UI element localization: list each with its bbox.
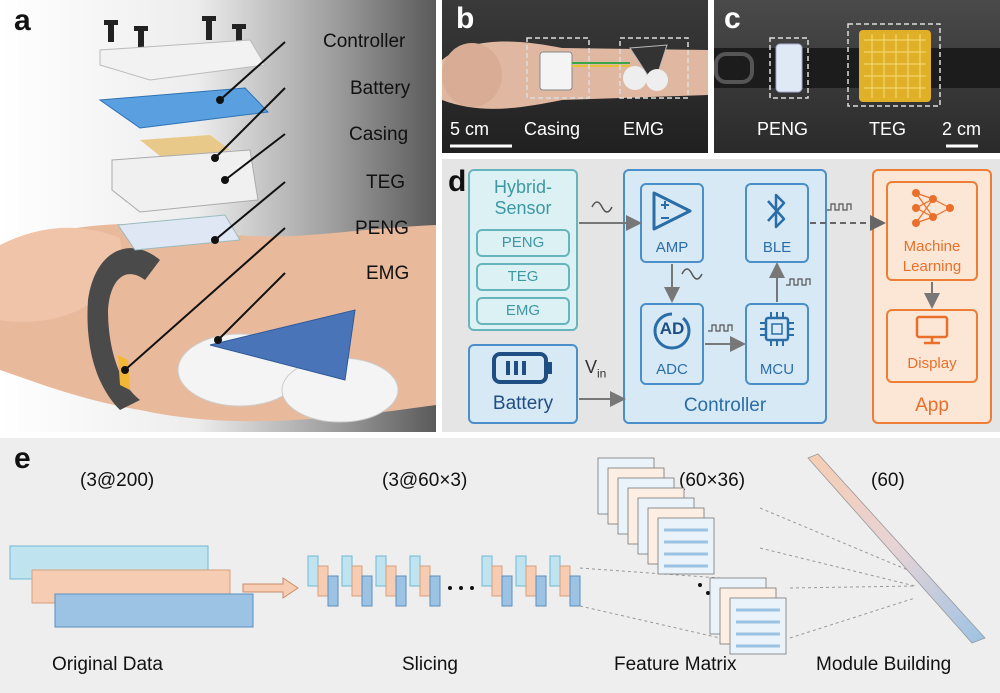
adc-icon (653, 312, 691, 350)
sensor-emg-box (476, 297, 570, 325)
panel-b-photo: b 5 cm Casing EMG (442, 0, 708, 153)
panel-e-label: e (14, 442, 31, 475)
battery-board (98, 87, 270, 129)
casing-box (111, 149, 259, 213)
sensor-emg-label: EMG (505, 302, 541, 319)
panel-b-label: b (456, 2, 475, 35)
casing-pad (140, 135, 230, 160)
sensor-teg-box (476, 263, 570, 291)
panel-d-diagram: d Hybrid- Sensor PENG TEG EMG Battery Co… (442, 159, 1000, 432)
signal-flow-arrows (579, 201, 940, 407)
callout-casing: Casing (349, 124, 409, 145)
dim-module: (60) (871, 470, 905, 491)
feature-matrix-grid-top (664, 528, 708, 568)
amp-label: AMP (655, 239, 689, 256)
controller-label: Controller (683, 395, 767, 416)
vin-main: V (585, 357, 598, 377)
module-beam (807, 453, 986, 644)
mcu-label: MCU (759, 361, 795, 378)
slices-group-left (307, 555, 441, 607)
original-data-bar-3 (54, 593, 254, 628)
hybrid-title-line2: Sensor (494, 198, 552, 218)
panel-c-photo: c PENG TEG 2 cm (714, 0, 1000, 153)
dim-feature: (60×36) (679, 470, 746, 491)
feature-matrix-grid-bottom (736, 608, 780, 648)
peng-photo-label: PENG (757, 119, 809, 139)
casing-highlight (526, 37, 590, 99)
step-original-data: Original Data (52, 654, 163, 675)
callout-controller: Controller (323, 31, 406, 52)
screws (104, 16, 246, 48)
feature-matrix-stack-top (597, 457, 715, 575)
scale-label-c: 2 cm (942, 119, 982, 139)
panel-d-label: d (448, 165, 467, 198)
emg-highlight (619, 37, 689, 99)
battery-icon (492, 352, 552, 384)
neural-network-icon (912, 189, 954, 227)
battery-label: Battery (492, 393, 554, 414)
display-label: Display (907, 355, 957, 372)
vin-sub: in (597, 366, 607, 381)
teg-mesh (117, 214, 241, 251)
hybrid-title-line1: Hybrid- (493, 177, 552, 197)
ble-label: BLE (762, 239, 792, 256)
adc-label: ADC (656, 361, 688, 378)
step-module-building: Module Building (816, 654, 952, 675)
step-slicing: Slicing (402, 654, 458, 675)
peng-highlight (769, 37, 809, 99)
wrist-band (87, 248, 160, 410)
pipeline-arrow (242, 577, 299, 599)
adc-icon-text: AD (659, 319, 685, 338)
app-label: App (915, 395, 949, 416)
callout-emg: EMG (366, 263, 410, 284)
wrist-photo (442, 37, 708, 148)
sensor-teg-label: TEG (507, 268, 539, 285)
panel-e-pipeline: e (3@200) (3@60×3) (60×36) (60) (0, 438, 1000, 693)
sensor-peng-box (476, 229, 570, 257)
band-photo (714, 23, 1000, 148)
vin-label: Vin (585, 357, 606, 381)
step-feature-matrix: Feature Matrix (614, 654, 737, 675)
pipeline-graphic (9, 453, 986, 655)
panel-a: a Controller Battery Casing TEG PENG EMG (0, 0, 436, 432)
teg-highlight (847, 23, 941, 107)
chip-icon (760, 312, 794, 346)
dim-slicing: (3@60×3) (382, 470, 468, 491)
teg-photo-label: TEG (869, 119, 907, 139)
machine-learning-label: Machine Learning (886, 237, 978, 277)
ml-line2: Learning (902, 258, 962, 275)
bluetooth-icon (767, 193, 786, 229)
panel-a-label: a (14, 4, 31, 37)
panel-c-label: c (724, 2, 741, 35)
casing-label: Casing (524, 119, 581, 139)
ellipsis-dots (448, 586, 474, 590)
callout-peng: PENG (355, 218, 409, 239)
ml-line1: Machine (903, 238, 961, 255)
callout-battery: Battery (350, 78, 411, 99)
scale-label-b: 5 cm (450, 119, 490, 139)
slices-group-right (481, 555, 581, 607)
feature-matrix-stack-bottom (709, 577, 787, 655)
callout-teg: TEG (366, 172, 406, 193)
emg-sensor-board (209, 309, 356, 381)
adc-box (640, 303, 704, 385)
emg-photo-label: EMG (623, 119, 665, 139)
exploded-device-illustration (0, 16, 436, 423)
hybrid-sensor-title: Hybrid- Sensor (468, 177, 578, 219)
display-box (886, 309, 978, 383)
amplifier-icon (652, 191, 692, 231)
sensor-peng-label: PENG (501, 234, 545, 251)
monitor-icon (915, 315, 949, 345)
controller-lid (99, 39, 266, 81)
dim-original: (3@200) (80, 470, 155, 491)
